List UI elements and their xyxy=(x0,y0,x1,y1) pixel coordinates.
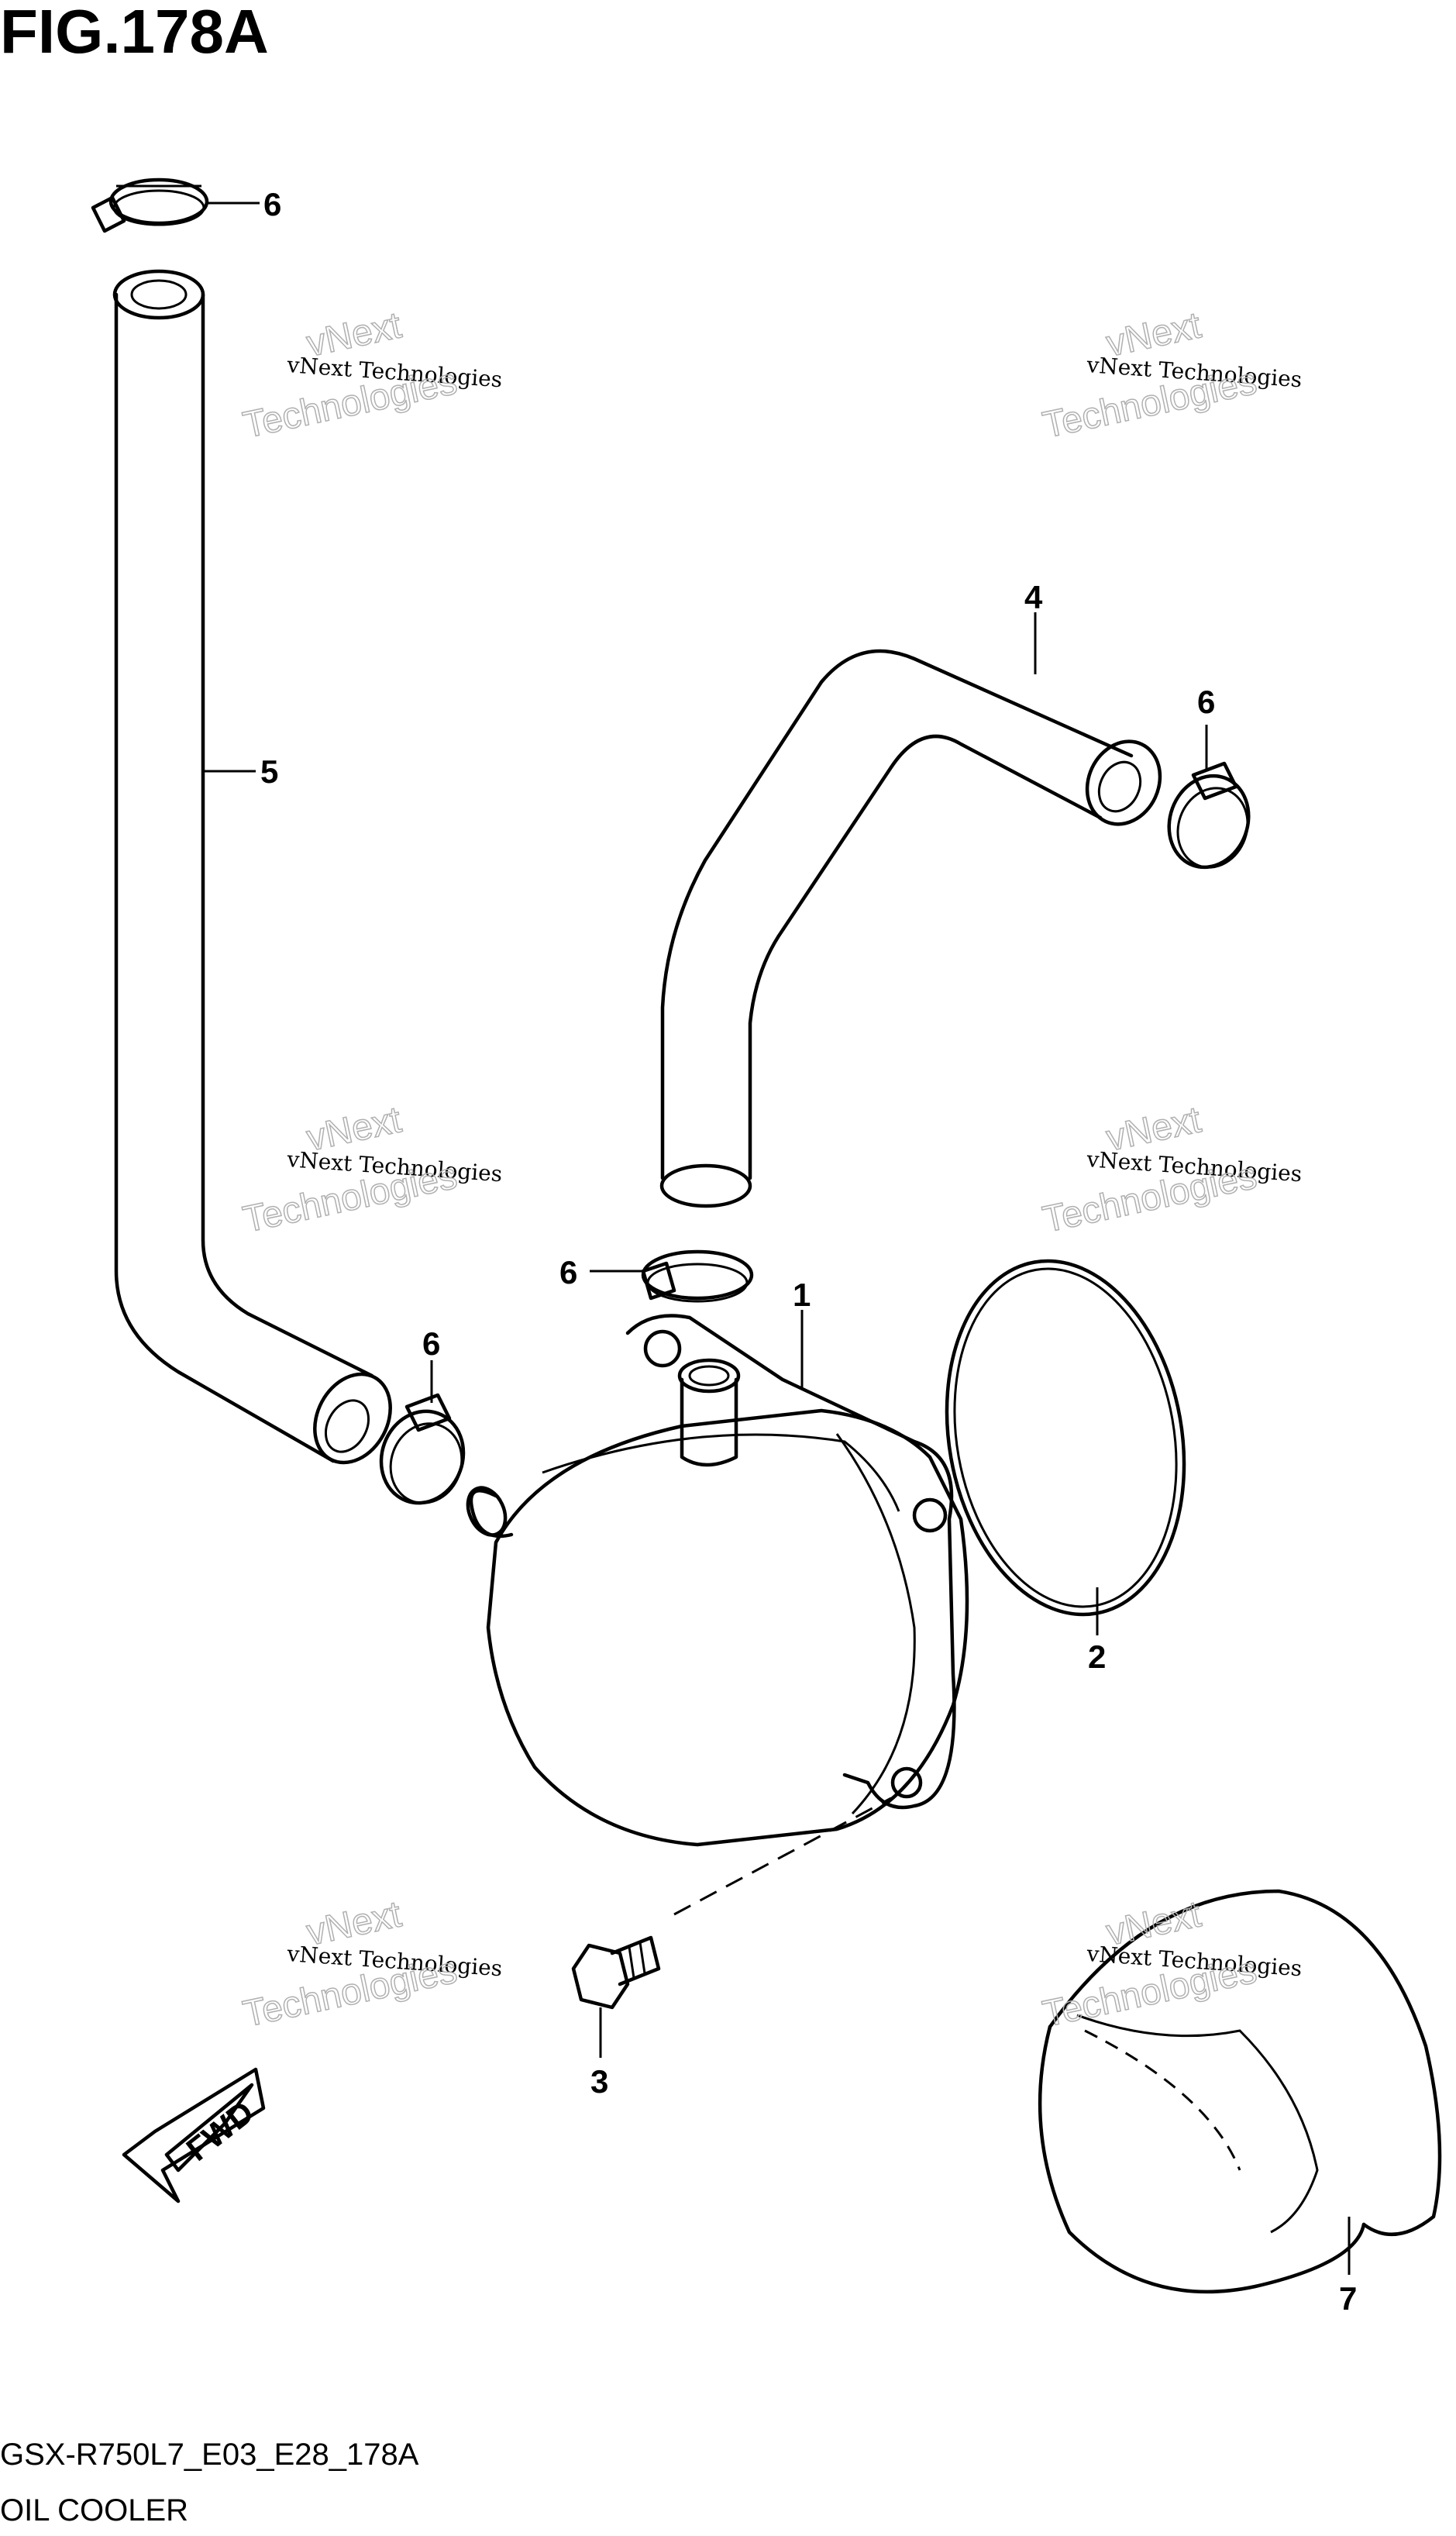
callout-6-top: 6 xyxy=(263,186,281,222)
callout-4: 4 xyxy=(1024,579,1043,615)
watermark-top-left: vNext Technologies vNext Technologies xyxy=(239,305,504,447)
watermark-top-right: vNext Technologies vNext Technologies xyxy=(1039,305,1303,447)
hose-clamp-top xyxy=(91,177,209,233)
callout-6-right: 6 xyxy=(1197,684,1215,720)
watermark-bottom-right: vNext Technologies vNext Technologies xyxy=(1039,1893,1303,2036)
hose-4 xyxy=(659,649,1162,1208)
watermark-bottom-left: vNext Technologies vNext Technologies xyxy=(239,1893,504,2036)
o-ring-2 xyxy=(945,1259,1186,1617)
callout-3: 3 xyxy=(590,2063,608,2100)
callout-5: 5 xyxy=(260,753,278,790)
figure-title: FIG.178A xyxy=(0,0,269,66)
svg-text:vNext: vNext xyxy=(303,305,404,364)
watermark-middle-left: vNext Technologies vNext Technologies xyxy=(239,1099,504,1242)
callout-2: 2 xyxy=(1088,1638,1106,1675)
bolt-3 xyxy=(571,1797,892,2010)
svg-text:vNext: vNext xyxy=(1103,305,1204,364)
hose-clamp-right xyxy=(1167,761,1251,870)
callout-6-middle: 6 xyxy=(559,1254,577,1290)
hose-clamp-middle xyxy=(641,1249,754,1303)
callout-7: 7 xyxy=(1339,2280,1357,2317)
svg-text:vNext: vNext xyxy=(1103,1893,1204,1953)
callout-6-lower-left: 6 xyxy=(422,1325,440,1362)
watermark-middle-right: vNext Technologies vNext Technologies xyxy=(1039,1099,1303,1242)
fwd-arrow-icon: FWD xyxy=(122,2067,266,2203)
oil-cooler-body xyxy=(466,1314,969,1847)
diagram-caption: OIL COOLER xyxy=(0,2493,188,2527)
oil-filter-7 xyxy=(1038,1889,1442,2294)
svg-text:vNext: vNext xyxy=(303,1893,404,1953)
svg-text:vNext: vNext xyxy=(303,1099,404,1159)
leader-lines xyxy=(203,202,1351,2275)
model-code: GSX-R750L7_E03_E28_178A xyxy=(0,2438,419,2472)
callout-1: 1 xyxy=(793,1277,811,1313)
hose-clamp-lower-left xyxy=(379,1393,466,1505)
svg-text:vNext: vNext xyxy=(1103,1099,1204,1159)
hose-5 xyxy=(112,269,392,1465)
